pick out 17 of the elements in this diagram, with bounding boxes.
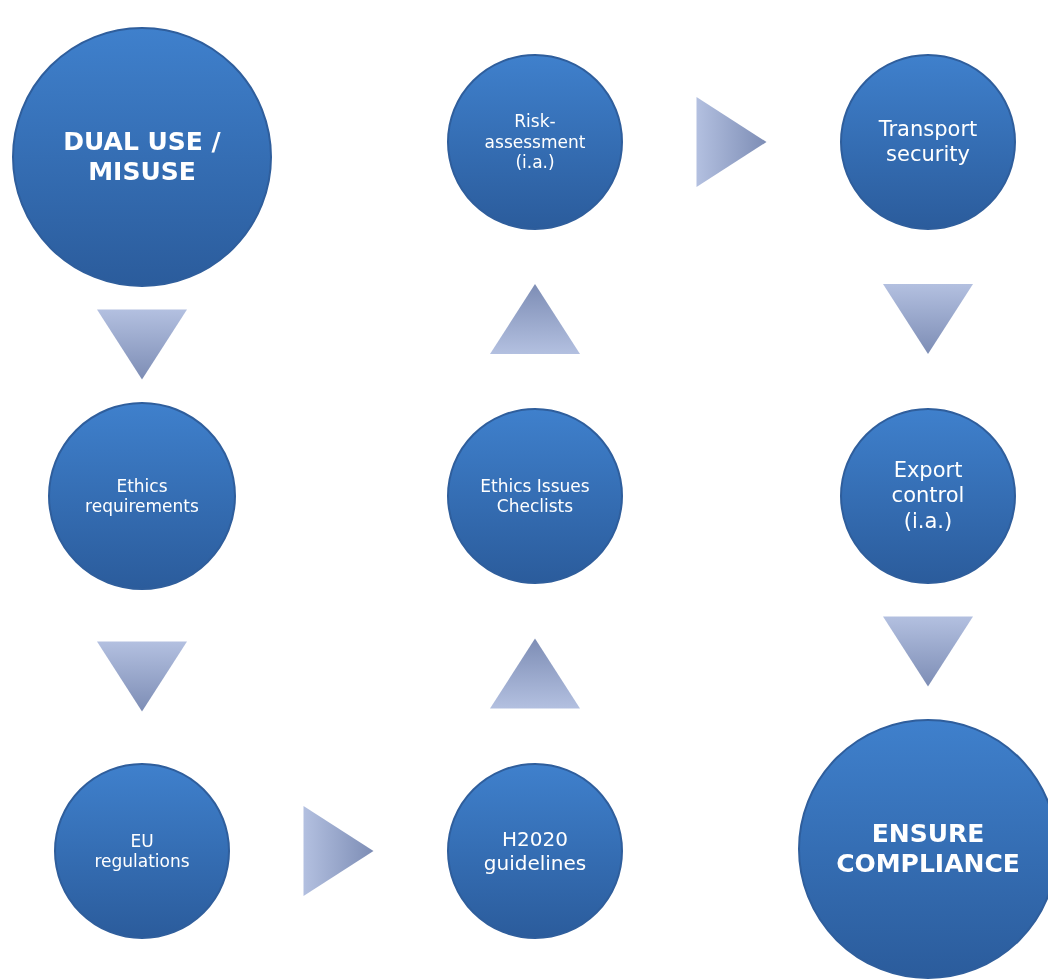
- arrow: [303, 806, 374, 896]
- node-label: Export control (i.a.): [890, 458, 966, 534]
- arrow: [97, 309, 187, 380]
- node-label: Ethics requirements: [84, 475, 200, 517]
- node-label: H2020 guidelines: [482, 827, 588, 875]
- node-label: DUAL USE / MISUSE: [62, 127, 222, 187]
- arrow: [696, 97, 767, 187]
- arrow: [490, 638, 580, 709]
- node-label: ENSURE COMPLIANCE: [835, 819, 1021, 879]
- arrow: [490, 284, 580, 354]
- arrow: [97, 641, 187, 712]
- arrow: [883, 616, 973, 687]
- node-label: Risk-assessment (i.a.): [483, 111, 587, 173]
- arrow: [883, 284, 973, 354]
- node-label: Ethics Issues Checlists: [479, 475, 591, 517]
- node-label: EU regulations: [93, 830, 191, 872]
- node-label: Transport security: [877, 116, 979, 168]
